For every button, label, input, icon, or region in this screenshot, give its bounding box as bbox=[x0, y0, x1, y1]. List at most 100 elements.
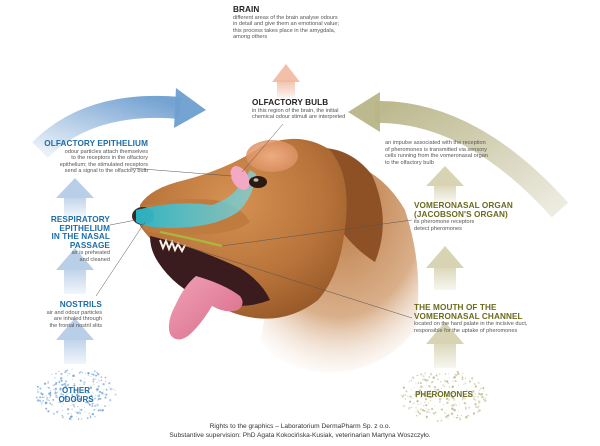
dust-particle bbox=[40, 404, 42, 406]
brain-text: different areas of the brain analyse odo… bbox=[233, 14, 340, 41]
dust-particle bbox=[446, 401, 449, 404]
dust-particle bbox=[54, 377, 56, 379]
dust-particle bbox=[61, 414, 64, 417]
dust-particle bbox=[43, 382, 47, 385]
dust-particle bbox=[461, 378, 464, 381]
dust-particle bbox=[36, 390, 40, 394]
dust-particle bbox=[88, 412, 90, 414]
dust-particle bbox=[63, 397, 66, 400]
dust-particle bbox=[58, 401, 61, 404]
dust-particle bbox=[72, 374, 75, 378]
dust-particle bbox=[420, 402, 422, 404]
olfactory-epithelium-title: OLFACTORY EPITHELIUM bbox=[44, 139, 148, 148]
dust-particle bbox=[72, 397, 74, 399]
brain-shape bbox=[246, 140, 298, 172]
vomeronasal-channel-title: THE MOUTH OF THE VOMERONASAL CHANNEL bbox=[414, 303, 523, 321]
credits-line-1: Rights to the graphics – Laboratorium De… bbox=[209, 423, 391, 430]
label-brain: BRAIN different areas of the brain analy… bbox=[233, 5, 403, 41]
dust-particle bbox=[41, 396, 43, 399]
dust-particle bbox=[424, 401, 426, 404]
dust-particle bbox=[64, 371, 66, 374]
dust-particle bbox=[440, 417, 442, 419]
dust-particle bbox=[479, 393, 482, 396]
dust-particle bbox=[435, 392, 438, 395]
dust-particle bbox=[415, 406, 417, 409]
dust-particle bbox=[59, 400, 62, 402]
dust-particle bbox=[109, 387, 113, 391]
dust-particle bbox=[52, 412, 55, 415]
dust-particle bbox=[73, 391, 75, 393]
dust-particle bbox=[61, 405, 63, 407]
dust-particle bbox=[49, 402, 52, 405]
dust-particle bbox=[400, 394, 402, 396]
dust-particle bbox=[49, 394, 52, 397]
dog-mouth bbox=[150, 236, 270, 306]
dust-particle bbox=[104, 381, 106, 383]
dust-particle bbox=[90, 375, 92, 377]
dust-particle bbox=[462, 396, 464, 399]
arrow-up-odours-1 bbox=[56, 318, 94, 364]
dust-particle bbox=[73, 384, 76, 387]
dust-particle bbox=[55, 372, 57, 375]
nostrils-text: air and odour particles are inhaled thro… bbox=[46, 309, 102, 329]
dust-particle bbox=[422, 378, 425, 381]
arrow-up-pheromones-3 bbox=[426, 166, 464, 202]
label-olfactory-bulb: OLFACTORY BULB in this region of the bra… bbox=[252, 98, 402, 121]
dust-particle bbox=[430, 395, 433, 399]
dust-particle bbox=[41, 402, 43, 404]
dust-particle bbox=[84, 406, 86, 408]
dust-particle bbox=[432, 411, 434, 414]
dust-particle bbox=[416, 399, 419, 403]
dust-particle bbox=[445, 395, 447, 397]
dust-particle bbox=[462, 396, 464, 397]
dust-particle bbox=[96, 381, 98, 384]
dust-particle bbox=[47, 380, 50, 383]
dust-particle bbox=[420, 385, 423, 389]
dust-particle bbox=[94, 378, 97, 380]
dust-particle bbox=[441, 408, 443, 411]
dust-particle bbox=[447, 399, 450, 401]
dust-particle bbox=[86, 387, 87, 389]
dust-particle bbox=[92, 373, 95, 376]
dust-particle bbox=[475, 403, 477, 405]
dust-particle bbox=[69, 415, 72, 419]
dust-particle bbox=[440, 388, 442, 390]
dust-particle bbox=[102, 391, 104, 393]
nostrils-title: NOSTRILS bbox=[59, 300, 102, 309]
dust-particle bbox=[71, 394, 74, 397]
dust-particle bbox=[447, 395, 449, 397]
dust-particle bbox=[58, 370, 60, 373]
label-vomeronasal-organ: VOMERONASAL ORGAN (JACOBSON'S ORGAN) its… bbox=[414, 201, 564, 232]
dust-particle bbox=[452, 380, 454, 382]
dust-particle bbox=[76, 389, 79, 391]
dust-particle bbox=[73, 398, 76, 401]
dust-particle bbox=[66, 369, 69, 372]
dust-particle bbox=[408, 406, 411, 410]
dust-particle bbox=[417, 374, 419, 377]
dust-particle bbox=[69, 387, 71, 389]
dust-particle bbox=[84, 411, 86, 413]
dust-particle bbox=[95, 374, 98, 377]
dust-particle bbox=[483, 391, 485, 392]
dust-particle bbox=[50, 395, 51, 397]
dust-particle bbox=[54, 387, 58, 390]
dust-particle bbox=[429, 390, 431, 393]
dust-particle bbox=[434, 411, 437, 414]
dust-particle bbox=[56, 391, 58, 393]
dust-particle bbox=[430, 407, 434, 411]
dust-particle bbox=[437, 378, 440, 380]
dust-particle bbox=[68, 417, 71, 420]
dust-particle bbox=[463, 395, 466, 397]
dust-particle bbox=[103, 388, 105, 390]
vomeronasal-organ-title: VOMERONASAL ORGAN (JACOBSON'S ORGAN) bbox=[414, 201, 513, 219]
dust-particle bbox=[53, 384, 55, 386]
dust-particle bbox=[49, 402, 52, 405]
dust-particle bbox=[464, 407, 467, 410]
arrow-up-pheromones-1 bbox=[426, 322, 464, 368]
respiratory-epithelium-text: air is preheated and cleaned bbox=[71, 250, 110, 263]
dust-particle bbox=[419, 382, 422, 385]
dust-particle bbox=[79, 389, 81, 391]
dust-particle bbox=[463, 401, 466, 405]
dust-particle bbox=[78, 397, 82, 401]
dust-particle bbox=[423, 409, 426, 412]
